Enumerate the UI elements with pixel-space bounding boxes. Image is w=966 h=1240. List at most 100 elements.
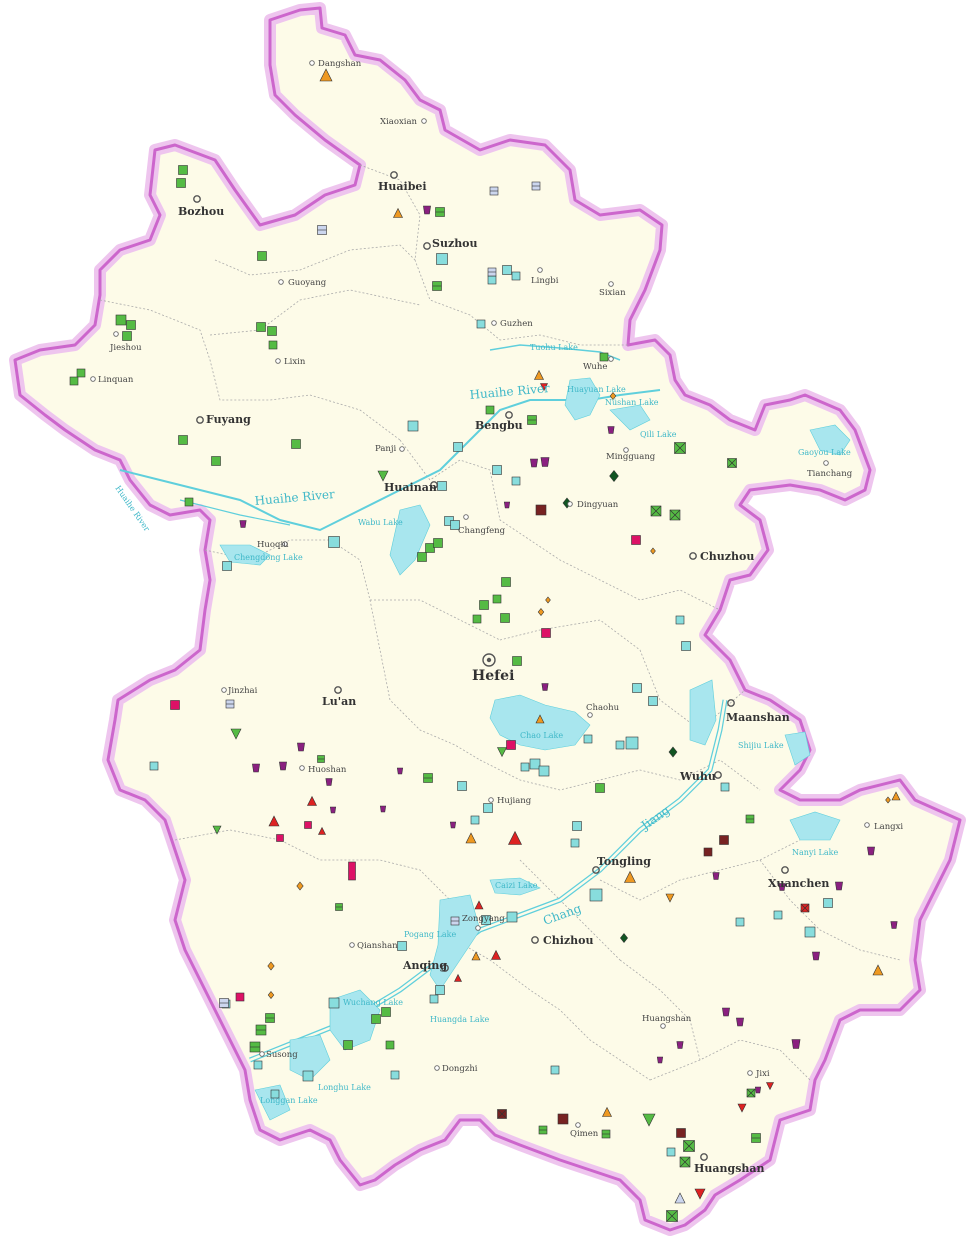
triangle-symbol [624,870,636,883]
square-symbol [492,594,502,604]
square-symbol [476,319,486,329]
square-symbol [268,340,278,350]
county-label: Huoqiu [257,540,289,550]
county-marker [278,279,284,285]
diamond-symbol [545,596,551,604]
square-symbol [328,536,340,548]
symbol-cross [497,1109,507,1119]
cup-symbol [297,742,305,752]
city-label: Bengbu [475,419,523,432]
cup-symbol [791,1039,801,1049]
city-marker [505,411,513,419]
water-label: Nanyi Lake [792,848,838,857]
water-label: Gaoyou Lake [798,448,851,457]
cup-symbol [503,501,511,509]
city-label: Lu'an [322,695,356,708]
square-symbol [599,352,609,362]
cup-symbol [736,1017,744,1027]
down-triangle-symbol [497,747,507,758]
water-label: Wuchang Lake [343,998,403,1007]
city-marker [334,686,342,694]
county-label: Zongyang [462,914,505,924]
county-marker [475,925,481,931]
city-label: Chuzhou [700,550,754,563]
square-symbol [703,847,713,857]
county-label: Lingbi [531,276,559,286]
triangle-symbol [307,795,317,806]
triangle-symbol [534,369,544,380]
water-label: Longhu Lake [318,1083,371,1092]
square-symbol [472,614,482,624]
county-marker [434,1065,440,1071]
square-symbol [302,1070,314,1082]
county-marker [309,60,315,66]
county-marker [282,541,288,547]
triangle-symbol [674,1192,686,1204]
county-marker [567,501,573,507]
triangle-symbol [602,1106,612,1117]
symbol-cross [746,1088,756,1098]
county-marker [221,687,227,693]
down-triangle-symbol [540,383,548,392]
diamond-symbol [267,961,275,971]
county-marker [575,1122,581,1128]
water-label: Wabu Lake [358,518,403,527]
symbol-cross [669,509,681,521]
capital-marker [482,653,496,667]
square-symbol [385,1040,395,1050]
square-symbol [631,535,641,545]
county-label: Mingguang [606,452,656,462]
square-symbol [126,320,136,330]
cup-symbol [252,763,260,773]
square-symbol [720,782,730,792]
square-symbol [735,917,745,927]
city-label: Fuyang [206,413,251,426]
city-label: Xuanchen [768,877,829,890]
city-marker [781,866,789,874]
square-symbol [512,656,522,666]
cup-symbol [676,1041,684,1049]
square-symbol [470,815,480,825]
city-marker [689,552,697,560]
water-label: Longgan Lake [260,1096,318,1105]
symbol-cross [679,1156,691,1168]
square-symbol [648,696,658,706]
symbol-cross [666,1210,678,1222]
county-marker [608,281,614,287]
diamond-symbol [267,991,275,999]
county-label: Jixi [755,1069,770,1079]
county-label: Panji [375,444,397,454]
water-label: Chao Lake [520,731,563,740]
water-label: Huaihe River [254,487,335,508]
square-symbol [550,1065,560,1075]
cup-symbol [530,458,538,468]
county-marker [587,712,593,718]
cup-symbol [540,457,550,467]
county-label: Huoshan [308,765,347,775]
square-symbol [178,435,188,445]
square-symbol [381,1007,391,1017]
city-marker [531,936,539,944]
city-label: Anqing [402,959,447,972]
square-symbol [270,1089,280,1099]
city-marker [430,481,438,489]
cup-symbol [835,881,843,891]
square-symbol [773,910,783,920]
county-marker [608,356,614,362]
triangle-symbol [319,68,333,82]
map-symbols [69,68,901,1222]
city-label: Huainan [384,481,437,494]
city-marker [592,866,600,874]
county-marker [299,765,305,771]
water-label: Pogang Lake [404,930,457,939]
county-label: Langxi [874,822,903,832]
cup-symbol [329,806,337,814]
county-marker [349,942,355,948]
city-marker [441,964,449,972]
cup-symbol [867,846,875,856]
square-symbol [481,915,491,925]
cup-symbol [396,767,404,775]
square-symbol [235,992,245,1002]
city-marker [714,771,722,779]
